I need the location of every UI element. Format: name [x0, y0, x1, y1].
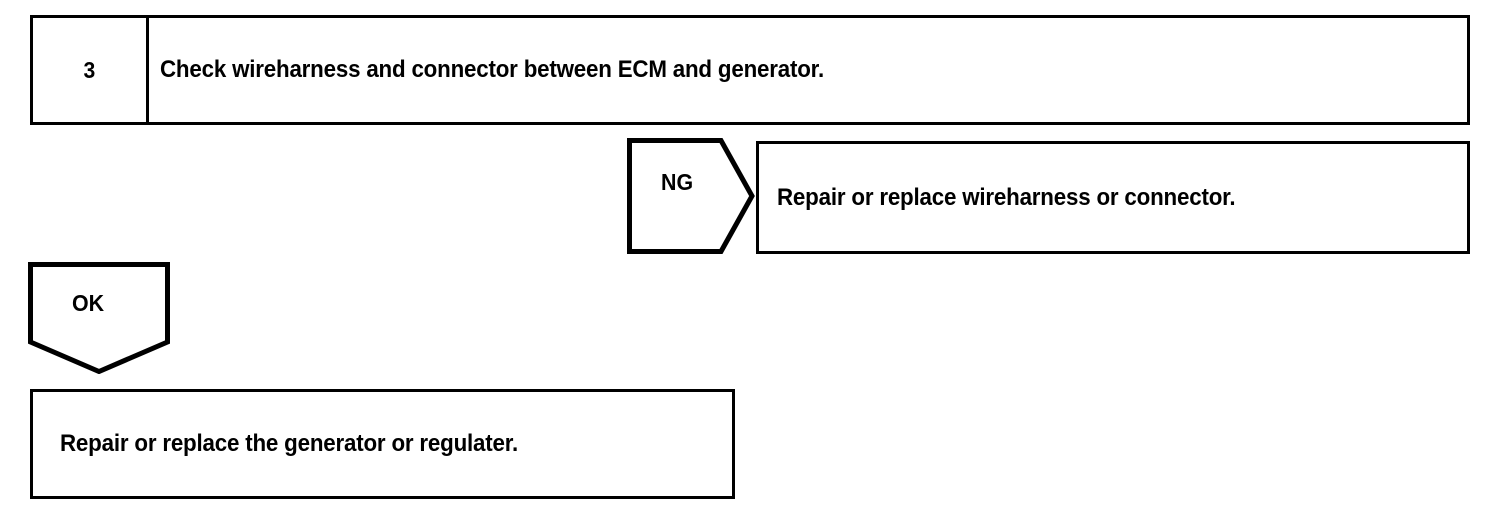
- ng-arrow-icon: [627, 138, 755, 254]
- ng-branch-arrow: NG: [627, 138, 755, 254]
- ng-result-text: Repair or replace wireharness or connect…: [777, 183, 1236, 211]
- ok-result-box: Repair or replace the generator or regul…: [30, 389, 735, 499]
- ng-result-box: Repair or replace wireharness or connect…: [756, 141, 1470, 254]
- ok-arrow-icon: [28, 262, 170, 374]
- step-instruction-text: Check wireharness and connector between …: [160, 56, 824, 83]
- step-number: 3: [83, 56, 96, 83]
- ok-branch-arrow: OK: [28, 262, 170, 374]
- step-number-cell: 3: [33, 18, 149, 122]
- ng-branch-label: NG: [661, 169, 694, 195]
- ok-branch-label: OK: [72, 290, 105, 316]
- ok-result-text: Repair or replace the generator or regul…: [60, 430, 519, 457]
- step-check-box: 3 Check wireharness and connector betwee…: [30, 15, 1470, 125]
- step-instruction-cell: Check wireharness and connector between …: [160, 18, 1467, 122]
